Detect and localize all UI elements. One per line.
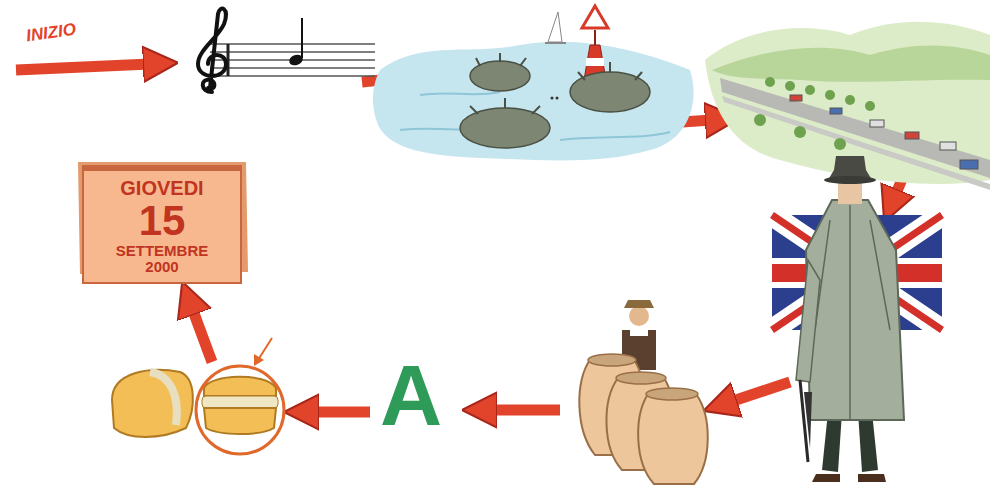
rebus-letter: A — [380, 352, 442, 438]
calendar-text: 15 — [139, 199, 186, 243]
calendar-page: GIOVEDI15SETTEMBRE 2000 — [82, 165, 242, 284]
start-label: INIZIO — [25, 21, 77, 45]
sea-with-mines — [373, 6, 694, 160]
sandwiches — [112, 338, 284, 454]
calendar-text: GIOVEDI — [120, 178, 203, 199]
calendar-text: SETTEMBRE 2000 — [107, 243, 217, 275]
music-staff — [198, 9, 375, 92]
jars-with-farmer — [579, 300, 707, 484]
englishman-flag — [772, 156, 942, 482]
motorway-landscape — [705, 22, 990, 190]
